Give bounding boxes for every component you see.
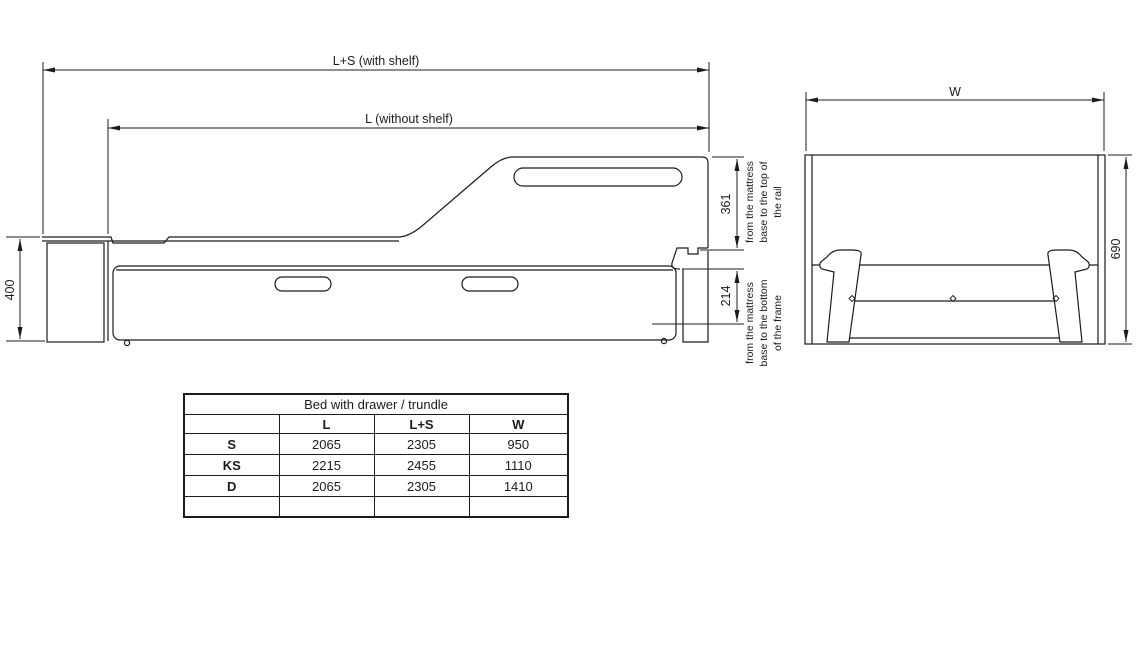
caster-wheel <box>123 339 131 347</box>
note-line: the rail <box>772 186 784 218</box>
note-line: from the mattress <box>744 282 756 364</box>
dim-label-400: 400 <box>3 280 17 301</box>
drawer-handle-cutout <box>461 276 519 292</box>
col-header-w: W <box>468 414 569 434</box>
rail-hook-notch <box>671 247 708 270</box>
note-mattress-to-frame: from the mattress base to the bottom of … <box>744 279 784 366</box>
col-header-size <box>183 414 280 434</box>
end-leg-left <box>819 249 862 343</box>
table-title: Bed with drawer / trundle <box>183 393 569 415</box>
cell-value: 2215 <box>278 454 375 476</box>
empty-cell <box>183 496 280 518</box>
cell-value: 1110 <box>468 454 569 476</box>
trundle-drawer-front <box>112 265 677 341</box>
table-row: S 2065 2305 950 <box>183 433 569 455</box>
fastener-marker <box>848 294 856 303</box>
side-view-drawing <box>6 62 744 347</box>
col-header-l-plus-s: L+S <box>373 414 470 434</box>
note-line: base to the bottom <box>758 279 770 366</box>
table-empty-row <box>183 496 569 518</box>
col-header-l: L <box>278 414 375 434</box>
rail-slot-cutout <box>513 167 683 187</box>
cell-value: 2065 <box>278 475 375 497</box>
empty-cell <box>373 496 470 518</box>
dimensions-table: Bed with drawer / trundle L L+S W S 2065… <box>183 393 570 518</box>
bed-top-surface <box>42 236 400 244</box>
empty-cell <box>278 496 375 518</box>
table-header-row: L L+S W <box>183 414 569 434</box>
cell-value: 2065 <box>278 433 375 455</box>
end-leg-right <box>1047 249 1090 343</box>
cell-value: 950 <box>468 433 569 455</box>
dim-label-690: 690 <box>1109 239 1123 260</box>
end-view-drawing <box>804 92 1132 345</box>
bed-leg-right <box>682 251 709 343</box>
note-line: from the mattress <box>744 161 756 243</box>
cell-value: 2455 <box>373 454 470 476</box>
end-panel-outline <box>804 154 1106 345</box>
safety-rail-outline <box>399 156 709 248</box>
table-row: D 2065 2305 1410 <box>183 475 569 497</box>
shelf-box <box>46 242 105 343</box>
row-label: S <box>183 433 280 455</box>
row-label: KS <box>183 454 280 476</box>
note-line: base to the top of <box>758 161 770 242</box>
dim-label-361: 361 <box>719 194 733 215</box>
fastener-marker <box>1052 294 1060 303</box>
dim-label-214: 214 <box>719 286 733 307</box>
cell-value: 2305 <box>373 475 470 497</box>
dim-label-length-with-shelf: L+S (with shelf) <box>333 54 420 68</box>
fastener-marker <box>949 294 957 303</box>
cell-value: 2305 <box>373 433 470 455</box>
note-mattress-to-rail: from the mattress base to the top of the… <box>744 161 784 243</box>
cell-value: 1410 <box>468 475 569 497</box>
caster-wheel <box>660 337 668 345</box>
dim-label-length-without-shelf: L (without shelf) <box>365 112 453 126</box>
note-line: of the frame <box>772 295 784 351</box>
table-row: KS 2215 2455 1110 <box>183 454 569 476</box>
drawer-handle-cutout <box>274 276 332 292</box>
table-title-row: Bed with drawer / trundle <box>183 393 569 415</box>
row-label: D <box>183 475 280 497</box>
empty-cell <box>468 496 569 518</box>
dim-label-width: W <box>949 85 961 99</box>
